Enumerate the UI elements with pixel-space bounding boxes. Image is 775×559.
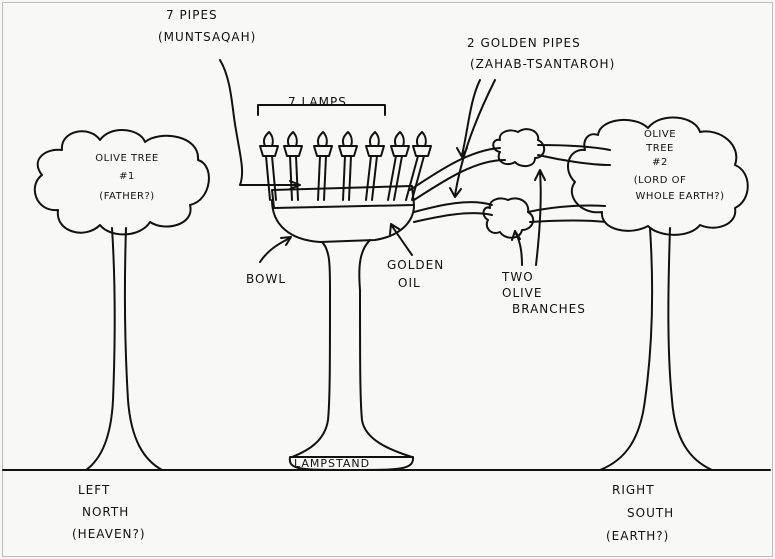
tree2-label-line3: #2 <box>652 157 668 168</box>
bowl <box>271 185 415 243</box>
branches-label-line1: TWO <box>502 270 534 284</box>
pipes-label-line1: 7 PIPES <box>166 8 218 22</box>
tree2-label-line2: TREE <box>646 143 674 154</box>
olive-tree-1 <box>33 129 210 471</box>
golden-oil-arrow <box>389 223 413 256</box>
olive-branch-upper <box>492 128 546 168</box>
lamp-2 <box>283 131 303 201</box>
lampstand-stem <box>288 239 415 471</box>
left-label-line1: LEFT <box>78 483 111 497</box>
left-label-line3: (HEAVEN?) <box>72 527 146 541</box>
right-label-line1: RIGHT <box>612 483 655 497</box>
branches-arrow-1 <box>511 230 523 266</box>
olive-branch-stems <box>527 144 611 223</box>
left-label-line2: NORTH <box>82 505 130 519</box>
tree1-label-line3: (FATHER?) <box>99 191 155 202</box>
lamp-7 <box>405 131 432 201</box>
pipes-label-line2: (MUNTSAQAH) <box>158 30 257 44</box>
branches-label-line3: BRANCHES <box>512 302 586 316</box>
tree1-label-line2: #1 <box>119 171 135 182</box>
tree2-label-line4: (LORD OF <box>633 175 687 186</box>
tree1-label-line1: OLIVE TREE <box>95 153 159 164</box>
olive-tree-2 <box>566 116 749 471</box>
tree2-label-line5: WHOLE EARTH?) <box>635 191 725 202</box>
pipes-arrow <box>219 59 301 190</box>
golden-pipe-lower <box>413 201 493 223</box>
golden-pipes-label-line2: (ZAHAB-TSANTAROH) <box>470 57 616 71</box>
lamp-5 <box>365 131 385 201</box>
branches-arrow-2 <box>534 169 546 266</box>
olive-tree-1-trunk <box>85 227 163 471</box>
olive-tree-2-canopy <box>566 116 749 236</box>
golden-oil-label-line2: OIL <box>398 276 421 290</box>
olive-branch-lower <box>482 197 535 239</box>
tree2-label-line1: OLIVE <box>643 129 677 140</box>
lamp-1 <box>259 131 279 201</box>
lampstand-label: LAMPSTAND <box>294 457 371 470</box>
bowl-label: BOWL <box>246 272 287 286</box>
lamp-4 <box>338 131 358 201</box>
golden-oil-label-line1: GOLDEN <box>387 258 445 272</box>
lamps-bracket <box>257 104 386 116</box>
right-label-line3: (EARTH?) <box>606 529 670 543</box>
right-label-line2: SOUTH <box>627 506 675 520</box>
bowl-arrow <box>259 236 292 263</box>
lamp-3 <box>313 131 333 201</box>
lamps-label: 7 LAMPS <box>288 95 347 109</box>
golden-pipes-label-line1: 2 GOLDEN PIPES <box>467 36 581 50</box>
golden-pipes-arrow-2 <box>449 79 496 198</box>
branches-label-line2: OLIVE <box>502 286 543 300</box>
lamp-6 <box>387 131 410 201</box>
olive-tree-2-trunk <box>599 227 713 471</box>
olive-tree-1-canopy <box>33 129 210 236</box>
